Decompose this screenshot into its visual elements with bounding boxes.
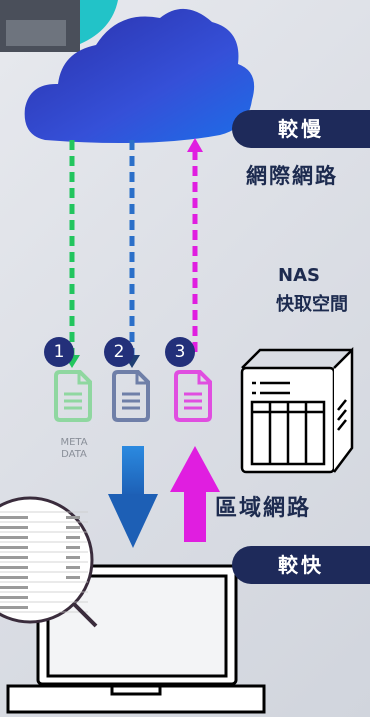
- document-icon: [174, 370, 212, 422]
- meta-label-line2: DATA: [61, 449, 87, 460]
- arrow-up-icon: [187, 138, 203, 152]
- nas-title: NAS: [278, 265, 320, 286]
- arrow-down-icon: [108, 446, 158, 548]
- document-icon: [112, 370, 150, 422]
- magnifier-icon: [0, 496, 98, 628]
- meta-label-line1: META: [60, 437, 88, 448]
- cloud-icon: [24, 8, 255, 144]
- step-badge-1: 1: [44, 337, 74, 367]
- arrow-up-icon: [170, 446, 220, 542]
- document-icon: [54, 370, 92, 422]
- nas-icon: [240, 346, 354, 474]
- nas-subtitle: 快取空間: [276, 294, 348, 315]
- meta-label: META DATA: [52, 437, 96, 461]
- photo-thumbnail: [0, 0, 118, 52]
- lan-label: 區域網路: [215, 496, 312, 521]
- internet-label: 網際網路: [246, 164, 338, 188]
- step-badge-2: 2: [104, 337, 134, 367]
- step-badge-3: 3: [165, 337, 195, 367]
- laptop-icon: [6, 564, 266, 714]
- slow-pill: 較慢: [232, 110, 370, 148]
- fast-pill: 較快: [232, 546, 370, 584]
